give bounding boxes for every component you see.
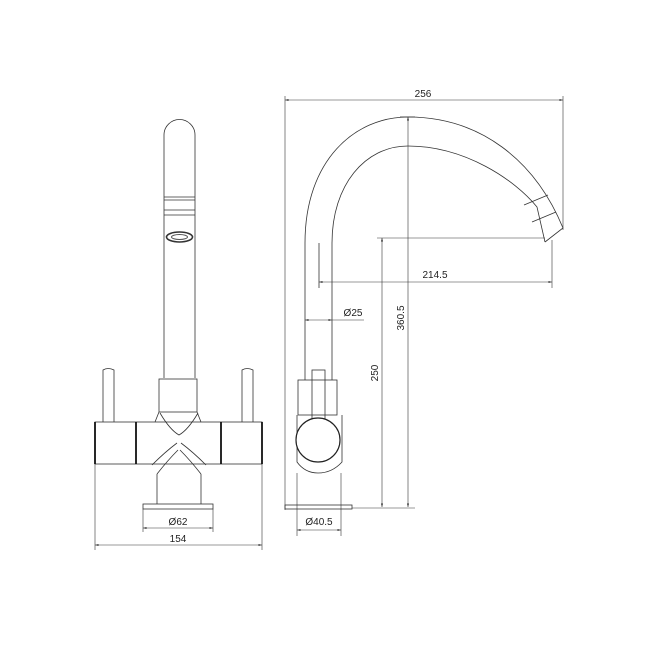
dim-side-base-diameter: Ø40.5 [305,517,333,528]
right-handle [241,368,254,422]
front-center-block [158,378,198,413]
dim-spout-diameter: Ø25 [344,308,363,319]
spout-inner [331,145,546,380]
side-cartridge [295,417,341,463]
dim-base-diameter: Ø62 [169,517,188,528]
spout-outer [304,116,564,380]
aerator-icon [165,231,194,243]
side-handle [311,369,326,423]
dim-overall-width: 154 [170,534,187,545]
front-spout [163,119,196,378]
side-view: 256 214.5 250 360.5 Ø25 Ø40.5 [284,89,564,536]
spout-band [531,211,557,223]
side-lower-body [296,415,343,474]
front-view: Ø62 154 [94,119,263,550]
dim-total-height: 360.5 [396,305,407,330]
dim-outlet-height: 250 [370,364,381,381]
dim-overall-reach: 256 [415,89,432,100]
side-base-plate [284,504,353,510]
side-body [297,379,338,416]
front-lower-tee [151,442,207,475]
front-upper-tee [154,411,202,436]
spout-band [523,194,549,206]
front-base-plate [142,503,214,510]
front-body [94,421,263,465]
aerator-inner [171,234,188,240]
left-handle [102,368,115,422]
dim-spout-reach: 214.5 [422,270,447,281]
